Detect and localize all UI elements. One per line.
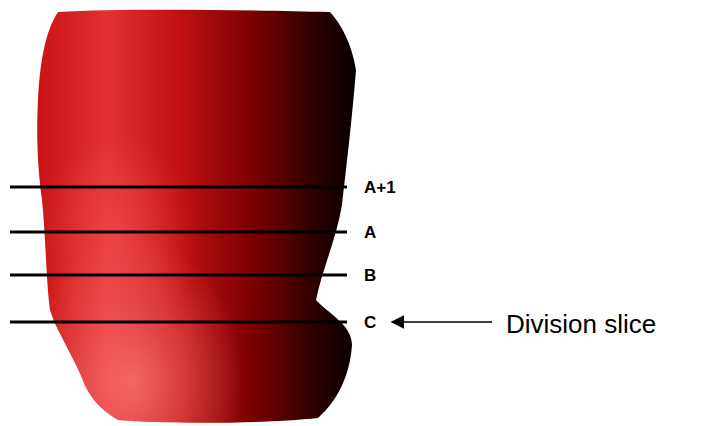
slice-line bbox=[10, 186, 347, 189]
slice-label: A bbox=[364, 224, 376, 241]
annotation-label: Division slice bbox=[506, 311, 656, 337]
slice-line bbox=[10, 231, 347, 234]
organ-highlight bbox=[37, 10, 356, 423]
slice-line bbox=[10, 321, 347, 324]
slice-label: A+1 bbox=[364, 179, 396, 196]
slice-line bbox=[10, 274, 347, 277]
pointer-arrow bbox=[392, 321, 492, 323]
slice-label: B bbox=[364, 267, 376, 284]
slice-label: C bbox=[364, 314, 376, 331]
organ-outline bbox=[37, 10, 356, 423]
organ-highlight bbox=[37, 10, 356, 423]
